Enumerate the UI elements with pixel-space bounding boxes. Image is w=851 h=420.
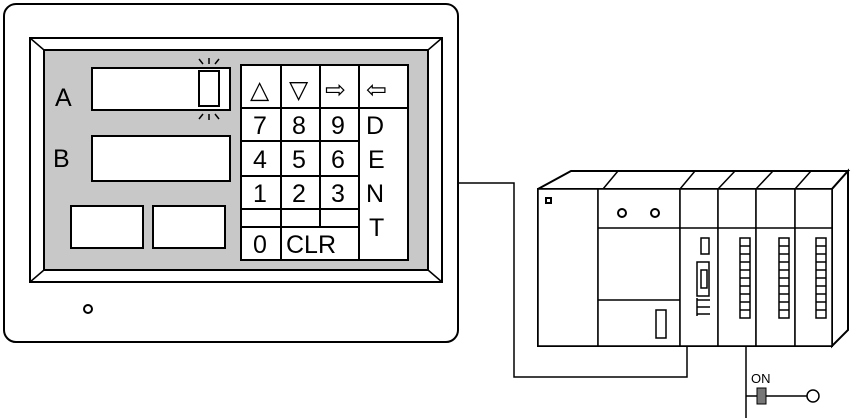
key-right-arrow[interactable]: ⇨	[325, 76, 346, 104]
key-ent-letter-n[interactable]: N	[366, 180, 384, 208]
field-a-label: A	[55, 84, 72, 112]
hmi-indicator-led	[83, 304, 93, 314]
key-5[interactable]: 5	[292, 146, 306, 174]
function-button-right[interactable]	[152, 205, 226, 249]
io-module-2	[755, 188, 796, 347]
key-0[interactable]: 0	[253, 231, 267, 259]
cpu-led-1	[617, 208, 627, 218]
hmi-terminal: A B	[3, 3, 459, 343]
io-module-1	[717, 188, 757, 347]
function-button-left[interactable]	[70, 205, 144, 249]
input-switch: ON	[745, 346, 820, 418]
key-7[interactable]: 7	[253, 112, 267, 140]
key-8[interactable]: 8	[292, 112, 306, 140]
communication-module	[679, 188, 719, 347]
switch-on-label: ON	[751, 371, 771, 386]
keypad	[240, 64, 409, 261]
switch-terminal-icon	[806, 389, 820, 403]
io-module-3	[794, 188, 833, 347]
cpu-led-2	[650, 208, 660, 218]
field-b-label: B	[53, 145, 70, 173]
key-4[interactable]: 4	[253, 146, 267, 174]
key-9[interactable]: 9	[331, 112, 345, 140]
key-left-arrow[interactable]: ⇦	[366, 76, 387, 104]
key-6[interactable]: 6	[331, 146, 345, 174]
key-ent-letter-d[interactable]: D	[366, 112, 384, 140]
cpu-slot	[655, 309, 667, 339]
field-b-display[interactable]	[91, 135, 231, 182]
plc-rack	[537, 168, 851, 349]
key-ent-letter-t[interactable]: T	[369, 214, 384, 242]
key-down-arrow[interactable]: ▽	[289, 76, 309, 104]
comm-status-indicator	[700, 237, 710, 255]
key-1[interactable]: 1	[253, 180, 267, 208]
cpu-module	[597, 188, 681, 347]
power-supply-module	[537, 188, 599, 347]
key-ent-letter-e[interactable]: E	[368, 146, 385, 174]
key-up-arrow[interactable]: △	[250, 76, 270, 104]
power-indicator	[545, 197, 552, 204]
cursor-blink-icon	[198, 58, 220, 120]
switch-contact-icon[interactable]	[756, 387, 767, 405]
key-3[interactable]: 3	[331, 180, 345, 208]
key-clr[interactable]: CLR	[286, 231, 336, 259]
key-2[interactable]: 2	[292, 180, 306, 208]
field-a-cursor	[198, 70, 220, 107]
